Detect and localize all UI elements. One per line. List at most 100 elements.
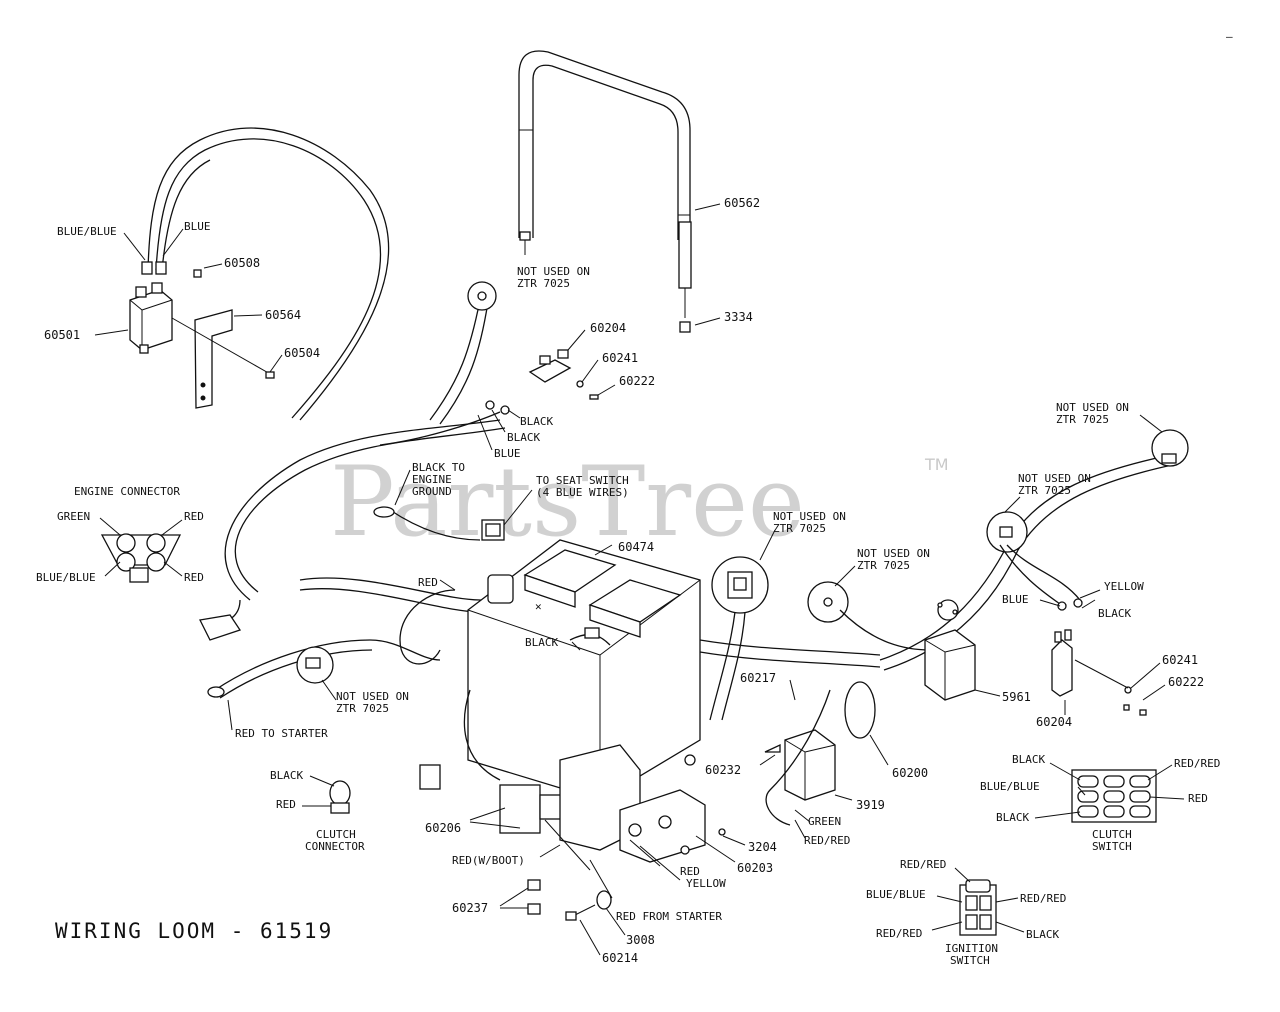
clutch-switch-red: RED bbox=[1188, 792, 1208, 805]
label-black-3: BLACK bbox=[1098, 607, 1131, 620]
engine-connector-title: ENGINE CONNECTOR bbox=[74, 485, 180, 498]
label-not-used-3a: NOT USED ON bbox=[773, 510, 846, 523]
label-not-used-2a: NOT USED ON bbox=[336, 690, 409, 703]
label-blue-blue-relay: BLUE/BLUE bbox=[57, 225, 117, 238]
engine-connector-red-a: RED bbox=[184, 510, 204, 523]
label-not-used-4a: NOT USED ON bbox=[1056, 401, 1129, 414]
part-number-5961: 5961 bbox=[1002, 690, 1031, 704]
part-number-60504: 60504 bbox=[284, 346, 320, 360]
label-red-battery: RED bbox=[418, 576, 438, 589]
label-red-w-boot: RED(W/BOOT) bbox=[452, 854, 525, 867]
clutch-switch-black-b: BLACK bbox=[996, 811, 1029, 824]
part-number-60562: 60562 bbox=[724, 196, 760, 210]
part-number-60204-right: 60204 bbox=[1036, 715, 1072, 729]
ignition-switch-black: BLACK bbox=[1026, 928, 1059, 941]
label-not-used-6a: NOT USED ON bbox=[857, 547, 930, 560]
watermark-text: PartsTree bbox=[330, 446, 805, 558]
engine-connector-blue-blue: BLUE/BLUE bbox=[36, 571, 96, 584]
right-harness bbox=[759, 414, 1166, 839]
label-not-used-1b: ZTR 7025 bbox=[517, 277, 570, 290]
label-green-relay: GREEN bbox=[808, 815, 841, 828]
engine-connector-red-b: RED bbox=[184, 571, 204, 584]
clutch-connector-title-a: CLUTCH bbox=[316, 828, 356, 841]
label-yellow-2: YELLOW bbox=[686, 877, 726, 890]
part-number-60200: 60200 bbox=[892, 766, 928, 780]
part-number-60222-right: 60222 bbox=[1168, 675, 1204, 689]
label-black-battery: BLACK bbox=[525, 636, 558, 649]
part-number-60237: 60237 bbox=[452, 901, 488, 915]
clutch-connector-red: RED bbox=[276, 798, 296, 811]
part-number-3919: 3919 bbox=[856, 798, 885, 812]
label-ground-c: GROUND bbox=[412, 485, 452, 498]
ignition-switch-red-red-c: RED/RED bbox=[876, 927, 922, 940]
label-red-from-starter: RED FROM STARTER bbox=[616, 910, 722, 923]
part-number-60214: 60214 bbox=[602, 951, 638, 965]
clutch-connector-black: BLACK bbox=[270, 769, 303, 782]
battery: ✕ bbox=[399, 539, 701, 801]
diagram-title: WIRING LOOM - 61519 bbox=[55, 919, 333, 943]
label-blue-relay: BLUE bbox=[184, 220, 211, 233]
part-number-60217: 60217 bbox=[740, 671, 776, 685]
part-number-60206: 60206 bbox=[425, 821, 461, 835]
clutch-switch-blue-blue: BLUE/BLUE bbox=[980, 780, 1040, 793]
ignition-switch bbox=[931, 867, 1025, 936]
label-seat-switch-b: (4 BLUE WIRES) bbox=[536, 486, 629, 499]
part-number-60474: 60474 bbox=[618, 540, 654, 554]
part-number-60204-top: 60204 bbox=[590, 321, 626, 335]
label-ground-a: BLACK TO bbox=[412, 461, 465, 474]
roll-bar bbox=[518, 50, 721, 333]
part-number-60222-top: 60222 bbox=[619, 374, 655, 388]
label-black-1: BLACK bbox=[520, 415, 553, 428]
label-yellow-1: YELLOW bbox=[1104, 580, 1144, 593]
ignition-switch-red-red-a: RED/RED bbox=[900, 858, 946, 871]
part-number-3008: 3008 bbox=[626, 933, 655, 947]
ignition-switch-red-red-b: RED/RED bbox=[1020, 892, 1066, 905]
starter-solenoid bbox=[419, 689, 746, 956]
label-ground-b: ENGINE bbox=[412, 473, 452, 486]
part-number-60241-right: 60241 bbox=[1162, 653, 1198, 667]
clutch-switch-title-a: CLUTCH bbox=[1092, 828, 1132, 841]
clutch-connector-title-b: CONNECTOR bbox=[305, 840, 365, 853]
part-number-60501: 60501 bbox=[44, 328, 80, 342]
part-number-60241-top: 60241 bbox=[602, 351, 638, 365]
part-number-60564: 60564 bbox=[265, 308, 301, 322]
engine-connector bbox=[99, 517, 183, 583]
part-number-60508: 60508 bbox=[224, 256, 260, 270]
engine-connector-green: GREEN bbox=[57, 510, 90, 523]
ignition-switch-title-a: IGNITION bbox=[945, 942, 998, 955]
label-not-used-1a: NOT USED ON bbox=[517, 265, 590, 278]
clutch-connector bbox=[302, 775, 351, 814]
label-red-to-starter: RED TO STARTER bbox=[235, 727, 328, 740]
part-number-60203: 60203 bbox=[737, 861, 773, 875]
clutch-switch-title-b: SWITCH bbox=[1092, 840, 1132, 853]
relay-assembly bbox=[94, 127, 390, 421]
label-not-used-4b: ZTR 7025 bbox=[1056, 413, 1109, 426]
label-seat-switch-a: TO SEAT SWITCH bbox=[536, 474, 629, 487]
label-not-used-5a: NOT USED ON bbox=[1018, 472, 1091, 485]
label-not-used-2b: ZTR 7025 bbox=[336, 702, 389, 715]
ignition-switch-title-b: SWITCH bbox=[950, 954, 990, 967]
label-not-used-6b: ZTR 7025 bbox=[857, 559, 910, 572]
clutch-switch-black-a: BLACK bbox=[1012, 753, 1045, 766]
ignition-switch-blue-blue: BLUE/BLUE bbox=[866, 888, 926, 901]
main-harness bbox=[199, 281, 1189, 731]
corner-mark: — bbox=[1226, 30, 1233, 43]
clutch-switch-red-red: RED/RED bbox=[1174, 757, 1220, 770]
label-black-2: BLACK bbox=[507, 431, 540, 444]
svg-text:✕: ✕ bbox=[535, 600, 542, 613]
switch-60204-top bbox=[528, 329, 616, 400]
label-not-used-5b: ZTR 7025 bbox=[1018, 484, 1071, 497]
part-number-3204: 3204 bbox=[748, 840, 777, 854]
part-number-60232: 60232 bbox=[705, 763, 741, 777]
label-blue-3: BLUE bbox=[1002, 593, 1029, 606]
label-not-used-3b: ZTR 7025 bbox=[773, 522, 826, 535]
label-red-red-relay: RED/RED bbox=[804, 834, 850, 847]
label-blue-2: BLUE bbox=[494, 447, 521, 460]
center-connector bbox=[709, 529, 776, 721]
watermark-trademark: TM bbox=[924, 455, 949, 474]
clutch-switch bbox=[1034, 762, 1185, 823]
label-red-solenoid: RED bbox=[680, 865, 700, 878]
part-number-3334: 3334 bbox=[724, 310, 753, 324]
